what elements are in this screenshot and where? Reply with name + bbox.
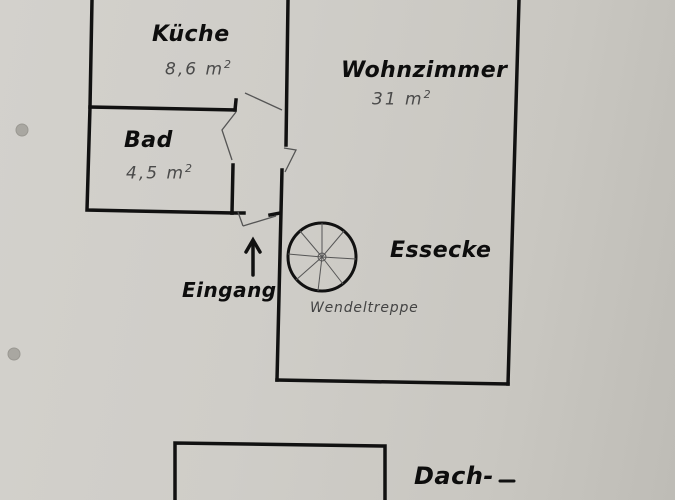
- room-label-wohnzimmer: Wohnzimmer: [341, 58, 508, 83]
- spiral-staircase-icon: [286, 221, 358, 293]
- room-label-essecke: Essecke: [390, 238, 492, 263]
- room-area-bad: 4,5 m2: [126, 162, 195, 184]
- entrance-arrow-icon: [244, 236, 262, 277]
- room-area-kueche: 8,6 m2: [165, 58, 234, 80]
- punch-hole-icon: [15, 123, 29, 137]
- room-label-dach-partial: Dach-: [414, 462, 494, 490]
- room-label-kueche: Küche: [152, 22, 230, 47]
- room-area-wohnzimmer: 31 m2: [372, 88, 433, 110]
- spiral-staircase-label: Wendeltreppe: [310, 300, 419, 316]
- walls: [85, 0, 521, 500]
- room-label-bad: Bad: [124, 128, 173, 153]
- door-swings: [221, 92, 297, 227]
- punch-hole-icon: [7, 347, 21, 361]
- entrance-label: Eingang: [182, 278, 277, 302]
